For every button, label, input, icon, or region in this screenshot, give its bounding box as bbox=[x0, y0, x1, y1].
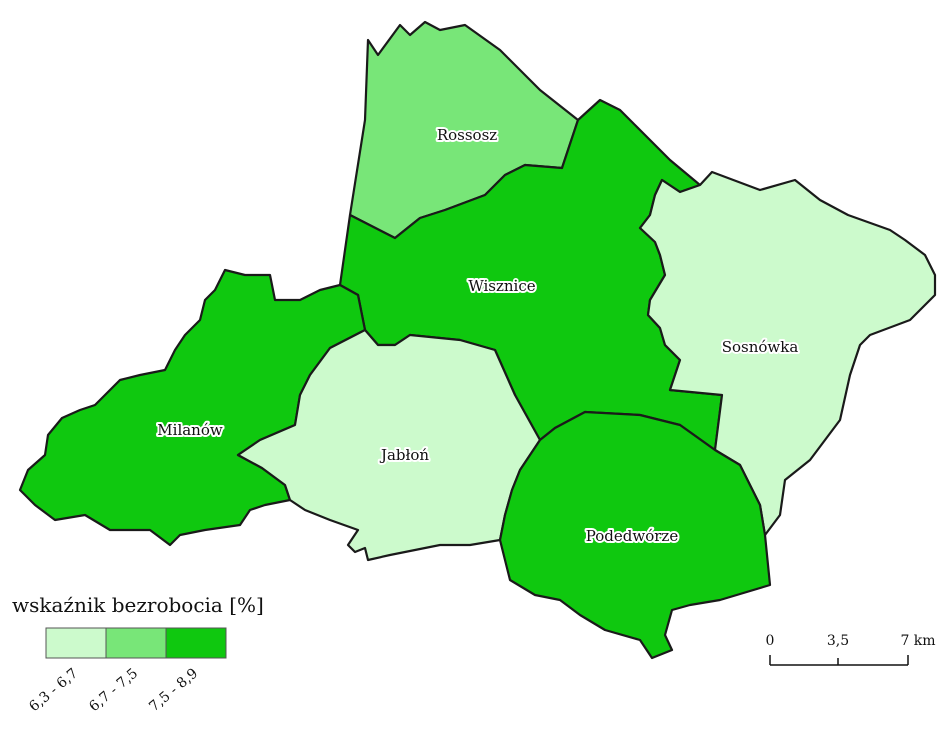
region-label-rossosz: Rossosz bbox=[437, 126, 497, 144]
legend-class-label-high: 7,5 - 8,9 bbox=[146, 665, 201, 715]
scale-bar: 0 3,5 7 km bbox=[766, 633, 936, 666]
legend-swatch-mid bbox=[105, 627, 167, 659]
scale-label-mid: 3,5 bbox=[827, 633, 849, 649]
legend-class-label-mid: 6,7 - 7,5 bbox=[86, 665, 141, 715]
region-label-podedworze: Podedwórze bbox=[586, 527, 679, 545]
region-label-sosnowka: Sosnówka bbox=[722, 338, 799, 356]
legend-class-label-low: 6,3 - 6,7 bbox=[26, 665, 81, 715]
scale-label-zero: 0 bbox=[766, 633, 775, 649]
legend: wskaźnik bezrobocia [%] 6,3 - 6,7 6,7 - … bbox=[12, 593, 264, 715]
region-jablon bbox=[236, 328, 542, 562]
region-label-milanow: Milanów bbox=[157, 421, 223, 439]
legend-swatch-high bbox=[165, 627, 227, 659]
region-podedworze bbox=[498, 410, 772, 660]
legend-title: wskaźnik bezrobocia [%] bbox=[12, 593, 264, 617]
legend-swatch-low bbox=[45, 627, 107, 659]
region-label-wisznice: Wisznice bbox=[468, 277, 535, 295]
scale-label-end: 7 km bbox=[900, 633, 935, 649]
region-label-jablon: Jabłoń bbox=[379, 446, 429, 464]
